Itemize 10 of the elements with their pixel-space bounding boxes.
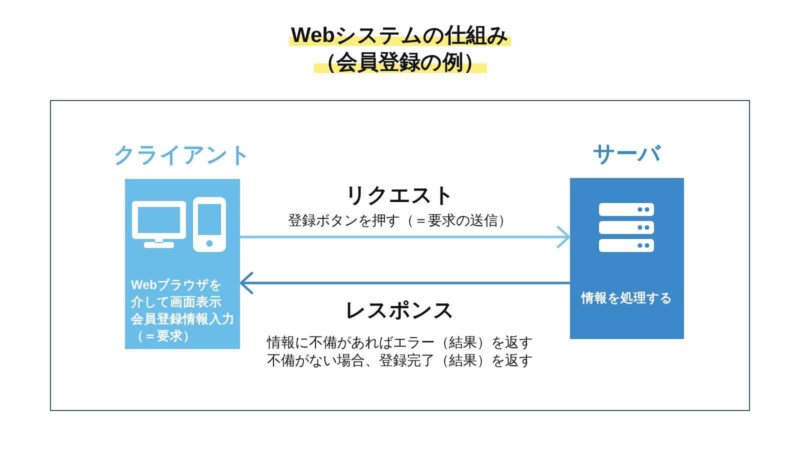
description: 会員登録情報入力（＝要求）	[131, 311, 236, 344]
note: 不備がない場合、登録完了（結果）を返す	[267, 351, 533, 369]
arrow	[240, 226, 570, 248]
description: 情報を処理する	[580, 290, 674, 306]
note: 登録ボタンを押す（＝要求の送信）	[288, 211, 512, 229]
heading: サーバ	[593, 141, 661, 167]
arrow	[240, 272, 570, 294]
description: Webブラウザを介して画面表示	[131, 277, 224, 310]
note: 情報に不備があればエラー（結果）を返す	[267, 333, 533, 351]
heading: クライアント	[114, 142, 252, 168]
